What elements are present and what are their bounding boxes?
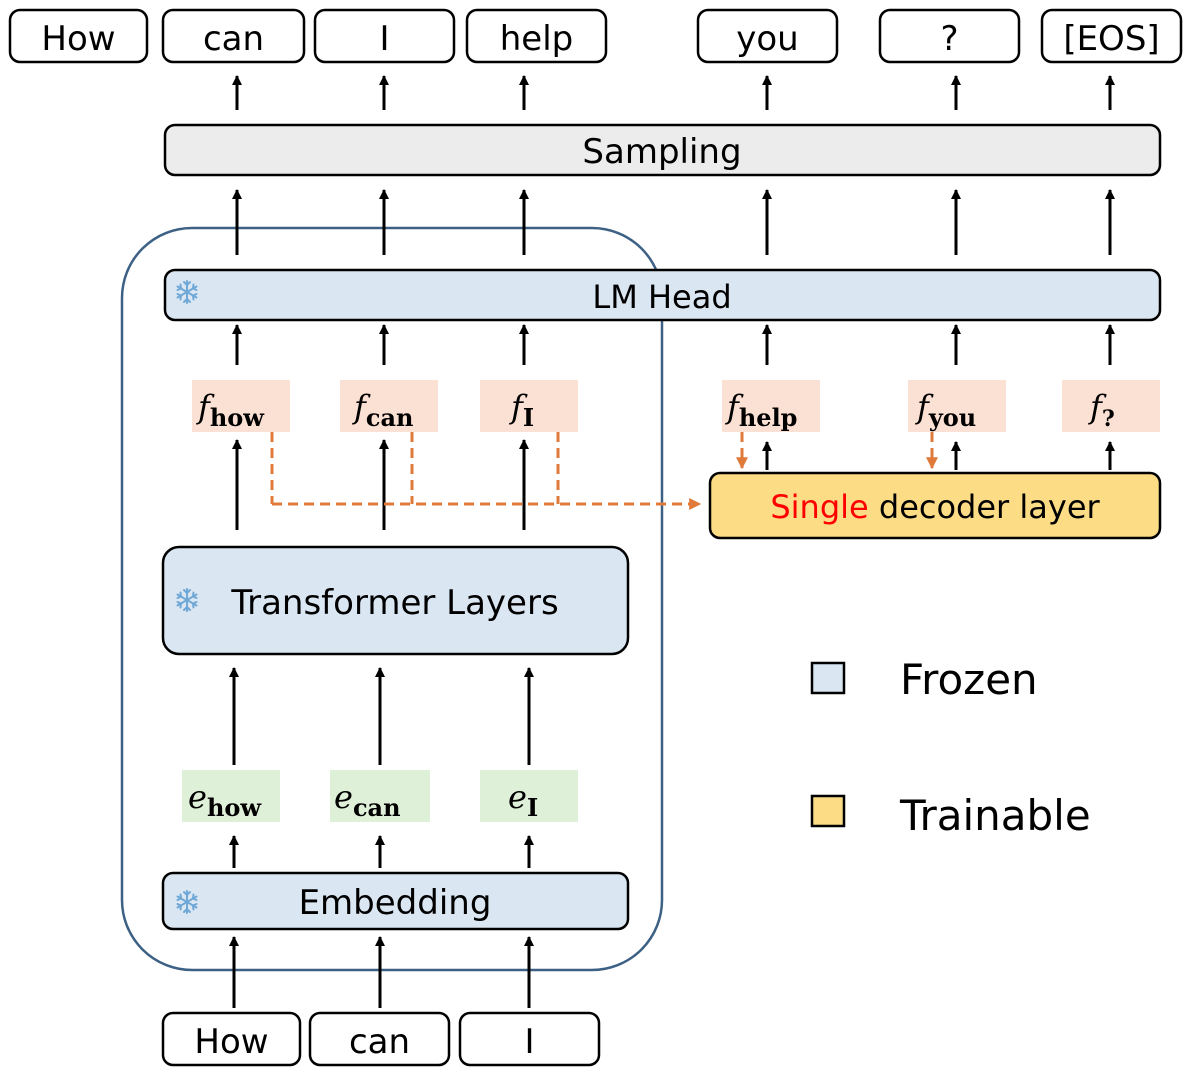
legend-frozen-swatch <box>810 661 846 695</box>
output-token: ? <box>878 8 1021 64</box>
legend-trainable-swatch <box>810 794 846 828</box>
feature-box: f? <box>1062 380 1160 432</box>
transformer-block: Transformer Layers <box>161 545 630 656</box>
output-token-label: help <box>500 19 574 59</box>
legend-trainable-label: Trainable <box>899 791 1091 840</box>
feature-box: fcan <box>340 380 438 432</box>
output-token: I <box>313 8 456 64</box>
decoder-rest-text: decoder layer <box>869 488 1101 526</box>
output-token-label: can <box>203 19 264 59</box>
embedding-block: Embedding <box>161 871 630 931</box>
legend: Frozen Trainable <box>810 655 1091 840</box>
feature-box: fhelp <box>722 380 820 432</box>
input-token: can <box>308 1011 451 1067</box>
legend-frozen-label: Frozen <box>900 655 1038 704</box>
output-token: [EOS] <box>1040 8 1183 64</box>
feature-reuse-arrows <box>270 432 938 510</box>
embedding-label: Embedding <box>299 883 492 923</box>
feature-box: fI <box>480 380 578 432</box>
frozen-region-outline <box>120 226 664 972</box>
input-token-label: I <box>524 1022 534 1062</box>
input-token: I <box>458 1011 601 1067</box>
embedding-vector: ecan <box>330 770 430 822</box>
feature-boxes: fhow fcan fI fhelp fyou f? <box>192 380 1160 432</box>
output-token: you <box>696 8 839 64</box>
sampling-label: Sampling <box>582 132 741 172</box>
input-token-label: How <box>194 1022 268 1062</box>
decoder-highlight-word: Single <box>770 488 868 526</box>
output-token-label: ? <box>940 19 958 59</box>
embedding-vector: eI <box>480 770 578 822</box>
input-token: How <box>161 1011 302 1067</box>
input-token-label: can <box>349 1022 410 1062</box>
input-tokens: How can I <box>161 1011 601 1067</box>
feature-label: fhelp <box>725 388 797 432</box>
embedding-vector-label: ehow <box>188 778 262 822</box>
output-token-label: I <box>379 19 389 59</box>
output-token: help <box>465 8 608 64</box>
output-token-label: [EOS] <box>1063 19 1159 59</box>
feature-box: fyou <box>908 380 1006 432</box>
sampling-block: Sampling <box>163 123 1162 177</box>
embedding-vector-label: eI <box>508 778 538 822</box>
embedding-vector: ehow <box>182 770 280 822</box>
decoder-layer-label: Single decoder layer <box>770 488 1100 526</box>
lm-head-block: LM Head <box>163 268 1162 322</box>
feature-box: fhow <box>192 380 290 432</box>
output-token-label: How <box>41 19 115 59</box>
output-token: can <box>161 8 306 64</box>
flow-arrows <box>229 75 1115 1008</box>
output-token-label: you <box>736 19 798 59</box>
transformer-label: Transformer Layers <box>230 583 558 623</box>
feature-label: fcan <box>352 388 413 432</box>
decoder-layer-block: Single decoder layer <box>708 471 1162 540</box>
embedding-vectors: ehow ecan eI <box>182 770 578 822</box>
output-token: How <box>8 8 149 64</box>
embedding-vector-label: ecan <box>334 778 401 822</box>
output-tokens: How can I help you ? [EOS] <box>8 8 1183 64</box>
lm-head-label: LM Head <box>592 278 731 316</box>
